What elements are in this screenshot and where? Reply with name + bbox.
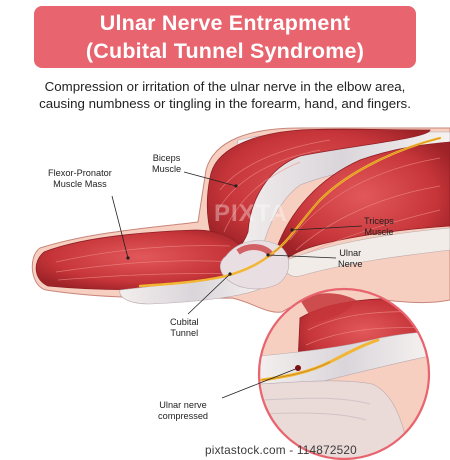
subtitle-line-1: Compression or irritation of the ulnar n…: [44, 79, 406, 94]
subtitle-line-2: causing numbness or tingling in the fore…: [39, 96, 411, 111]
label-compressed: Ulnar nerve compressed: [158, 400, 209, 421]
label-triceps: Triceps Muscle: [364, 216, 394, 237]
watermark-center: PIXTA: [214, 200, 288, 227]
detail-magnified-view: [259, 289, 429, 459]
title-banner: Ulnar Nerve Entrapment (Cubital Tunnel S…: [34, 6, 416, 68]
compression-point-marker: [295, 365, 301, 371]
title-line-1: Ulnar Nerve Entrapment: [99, 11, 351, 35]
detail-circle-ring: [257, 287, 431, 460]
title-line-2: (Cubital Tunnel Syndrome): [85, 39, 365, 63]
label-ulnar-nerve: Ulnar Nerve: [338, 248, 363, 269]
label-flexor-pronator: Flexor-Pronator Muscle Mass: [48, 168, 112, 189]
label-biceps: Biceps Muscle: [152, 153, 182, 174]
watermark-footer: pixtastock.com - 114872520: [205, 443, 357, 457]
label-cubital-tunnel: Cubital Tunnel: [170, 317, 199, 338]
